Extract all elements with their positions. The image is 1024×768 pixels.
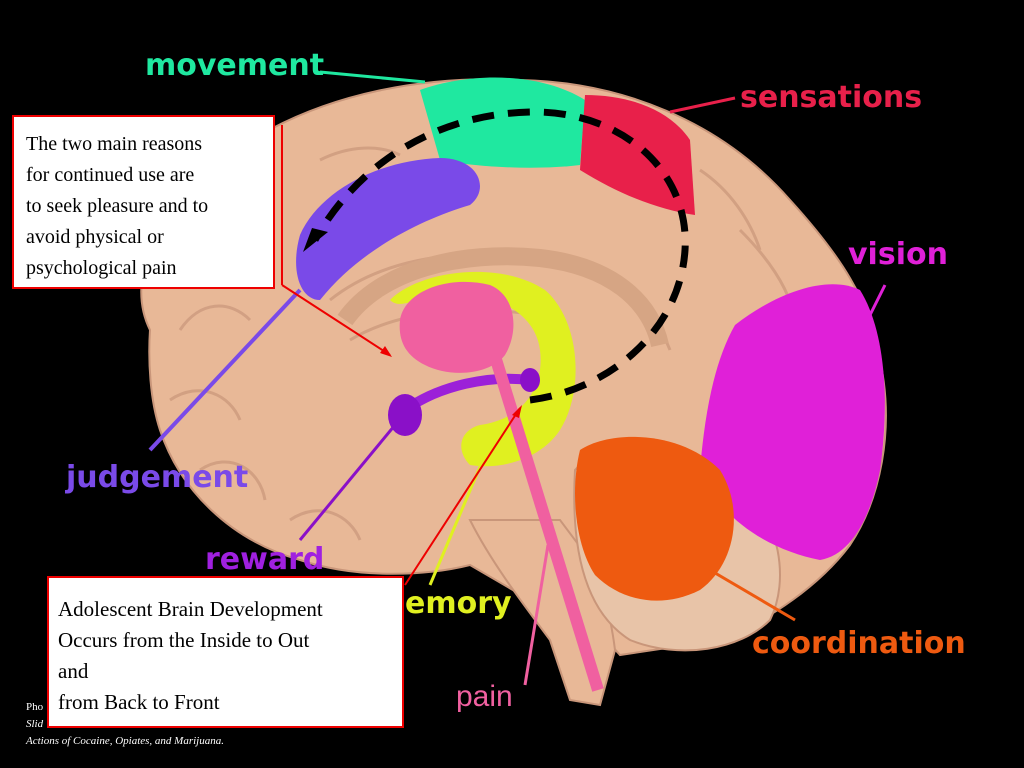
movement-leader <box>319 70 426 84</box>
pain-leader <box>523 544 550 686</box>
movement-label: movement <box>145 48 325 83</box>
dashed-arrowhead <box>303 228 328 252</box>
reward-node-right <box>520 368 540 392</box>
vision-region <box>700 284 885 560</box>
dashed-loop-arrow <box>311 108 689 404</box>
callout-bottom-line: and <box>58 659 89 683</box>
coordination-leader <box>709 568 796 622</box>
callout-top: The two main reasons for continued use a… <box>12 115 275 289</box>
judgement-label: judgement <box>66 460 249 495</box>
callout-bottom-line: Occurs from the Inside to Out <box>58 628 310 652</box>
credit-line-1: Pho <box>26 701 44 713</box>
callout-bottom-line: from Back to Front <box>58 690 220 714</box>
reward-node-left <box>388 394 422 436</box>
coordination-region <box>575 436 734 601</box>
callout-bottom-pointer <box>404 407 521 586</box>
reward-leader <box>298 424 397 541</box>
judgement-leader <box>148 288 302 452</box>
callout-top-line: for continued use are <box>26 164 195 186</box>
callout-top-line: psychological pain <box>26 257 177 279</box>
pain-tract <box>484 338 604 692</box>
credit-line-3: Actions of Cocaine, Opiates, and Marijua… <box>26 735 224 747</box>
memory-label: emory <box>405 586 512 621</box>
center-region <box>399 281 514 373</box>
vision-leader <box>858 284 887 336</box>
callout-top-pointer <box>281 284 391 356</box>
judgement-region <box>296 158 480 300</box>
callout-top-line: avoid physical or <box>26 226 164 248</box>
sensations-label: sensations <box>740 80 923 115</box>
memory-region <box>390 271 576 467</box>
pain-label: pain <box>456 680 513 713</box>
movement-region <box>420 77 585 168</box>
callout-bottom-line: Adolescent Brain Development <box>58 597 323 621</box>
callout-top-line: The two main reasons <box>26 133 203 155</box>
sensations-leader <box>669 96 736 114</box>
credit-line-2: Slid <box>26 718 44 730</box>
callout-bottom-pointer-head <box>512 405 522 418</box>
reward-label: reward <box>205 542 325 577</box>
callout-top-pointer-head <box>380 346 392 357</box>
coordination-label: coordination <box>752 626 966 661</box>
callout-bottom: Adolescent Brain Development Occurs from… <box>47 576 404 728</box>
sensations-region <box>580 95 695 215</box>
inner-arc <box>337 247 669 348</box>
callout-top-line: to seek pleasure and to <box>26 195 209 217</box>
vision-label: vision <box>848 237 948 272</box>
